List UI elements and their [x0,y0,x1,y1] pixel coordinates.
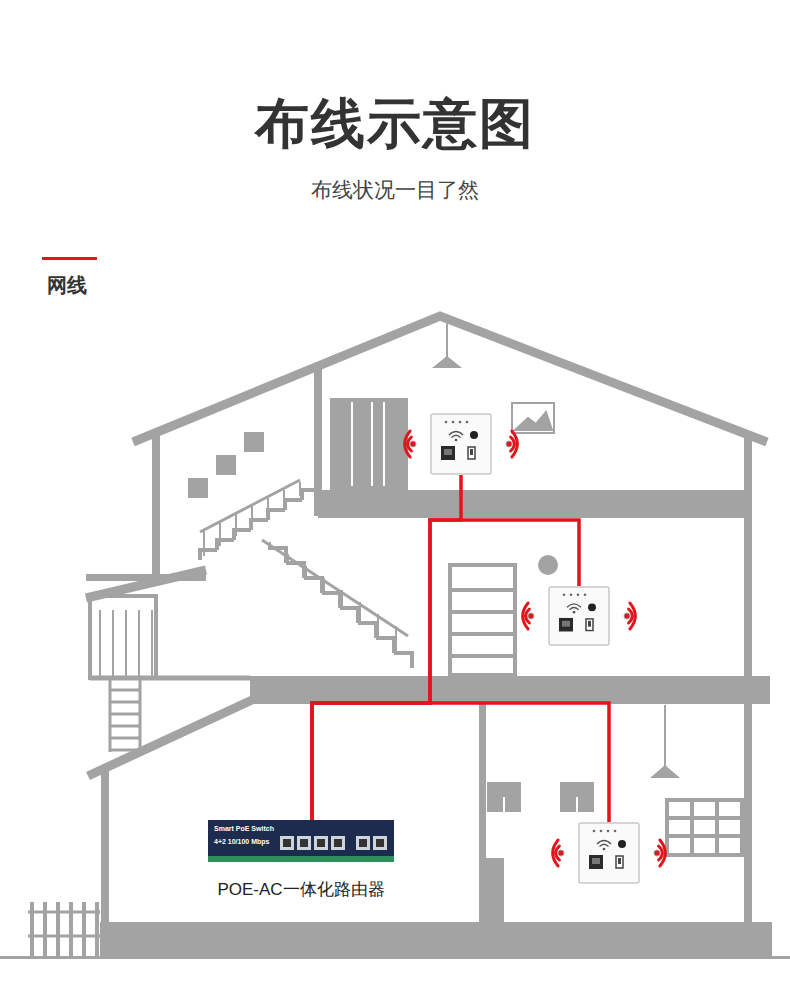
device-brand: Smart PoE Switch [214,825,274,832]
network-cable [312,475,461,820]
wall-access-point [548,586,610,646]
poe-router: Smart PoE Switch4+2 10/100 MbpsPOE-AC一体化… [208,820,394,862]
legend-line-sample [42,257,97,260]
wall-ap-panel [548,586,610,646]
wall-ap-panel [430,413,492,475]
subtitle: 布线状况一目了然 [0,176,790,204]
wall-access-point [578,822,640,884]
wall-ap-panel [578,822,640,884]
device-spec: 4+2 10/100 Mbps [214,838,269,845]
page-title: 布线示意图 [0,88,790,161]
wall-access-point [430,413,492,475]
network-cable [312,520,579,820]
network-cable [312,703,609,822]
device-label: POE-AC一体化路由器 [217,878,384,901]
legend-text: 网线 [47,272,87,299]
